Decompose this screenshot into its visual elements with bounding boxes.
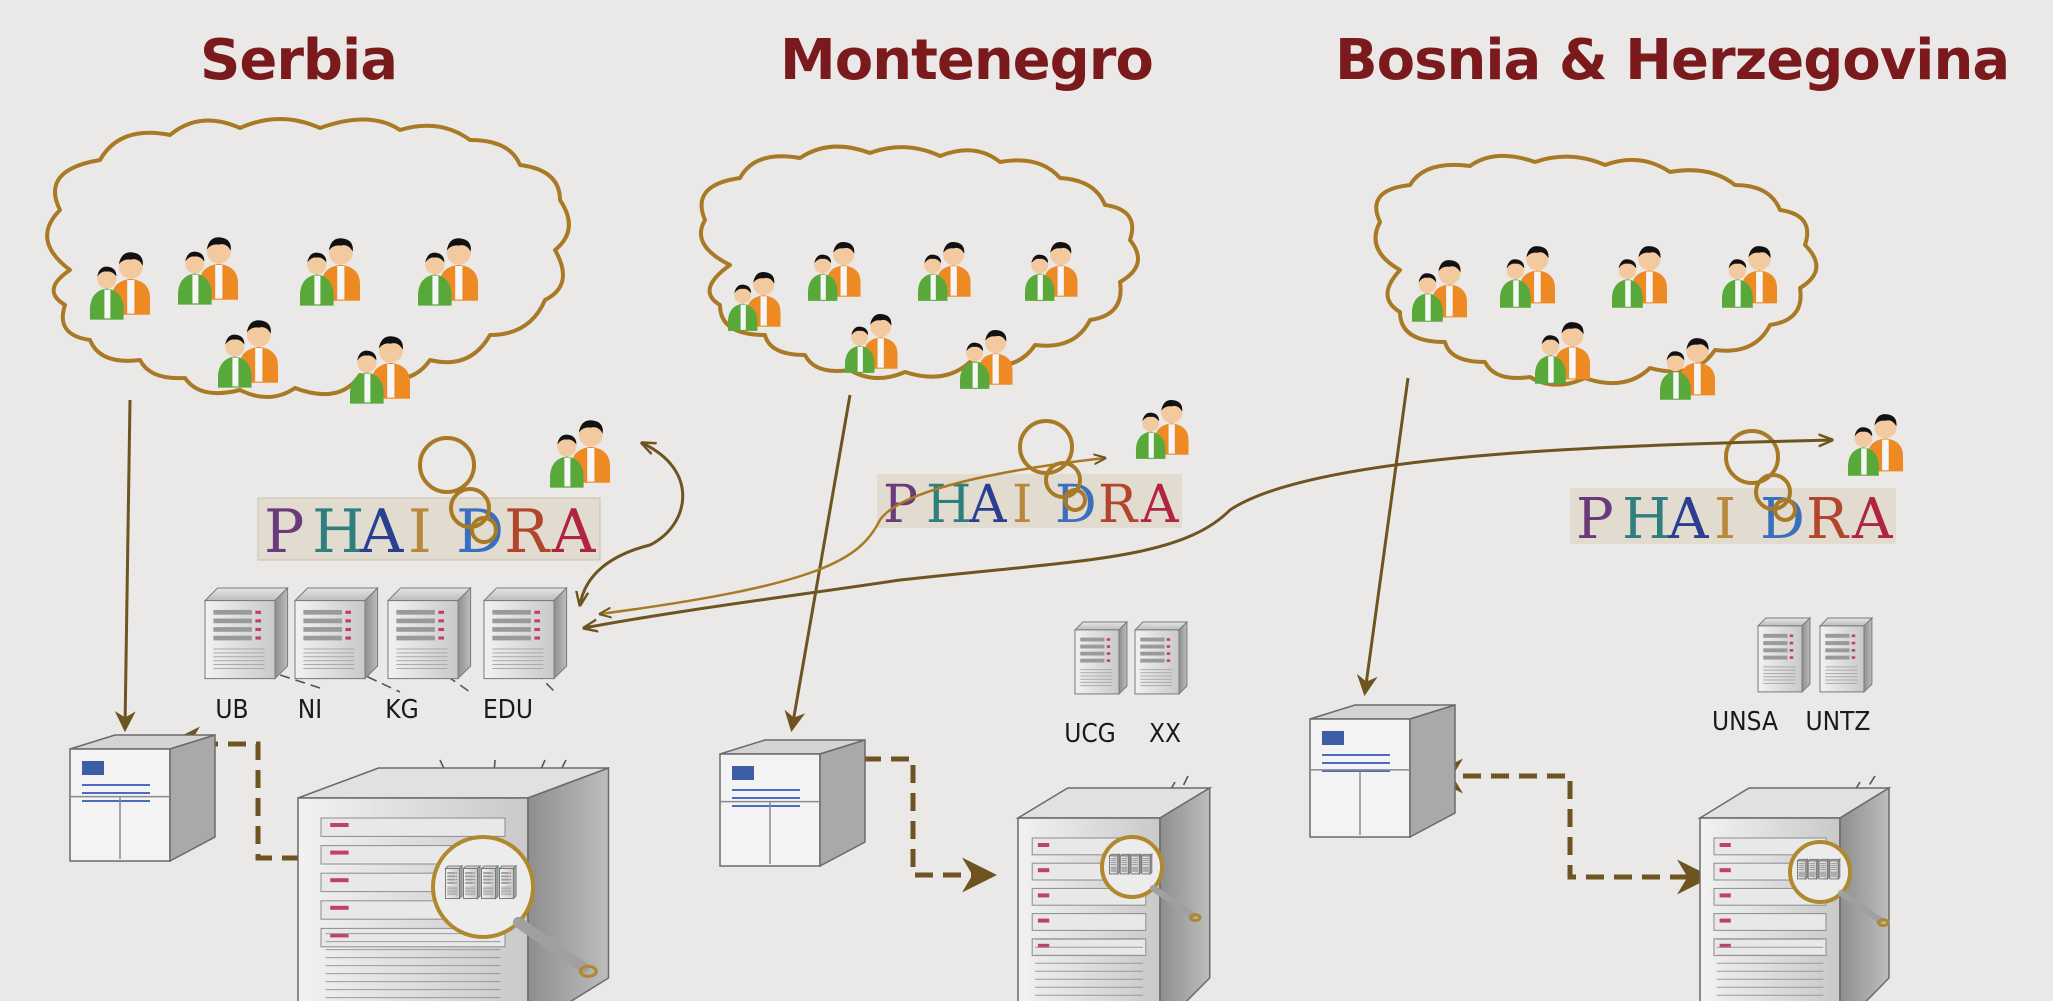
server-label-xx: XX (1149, 719, 1181, 749)
logo-letter: A (968, 475, 1008, 535)
server-tower-icon (1828, 858, 1842, 881)
logo-letter: A (1667, 487, 1709, 552)
server-tower-icon (1129, 853, 1143, 876)
users-group-icon (300, 238, 360, 306)
users-group-icon (918, 242, 971, 301)
logo-letter: R (504, 497, 551, 567)
server-tower-icon (1756, 616, 1812, 694)
users-group-icon (90, 252, 150, 320)
server-tower-icon (480, 864, 500, 900)
server-label-kg: KG (385, 695, 418, 725)
server-label-unsa: UNSA (1712, 707, 1778, 737)
logo-letter: P (1576, 487, 1614, 552)
users-group-icon (1612, 246, 1667, 308)
server-tower-icon (444, 864, 464, 900)
server-tower-icon (1108, 853, 1121, 876)
logo-letter: D (1055, 475, 1097, 535)
server-label-ub: UB (215, 695, 248, 725)
logo-letter: P (883, 475, 918, 535)
logo-letter: A (359, 497, 404, 567)
cloud-montenegro (699, 144, 1140, 380)
server-label-edu: EDU (483, 695, 533, 725)
local-server-icon (719, 738, 866, 868)
users-group-icon (178, 237, 238, 305)
server-tower-icon (1133, 620, 1189, 696)
users-group-icon (728, 272, 781, 331)
server-tower-icon (1796, 858, 1809, 881)
logo-letter: I (408, 497, 432, 567)
users-group-icon (1660, 338, 1715, 400)
server-tower-icon (1818, 616, 1874, 694)
server-label-untz: UNTZ (1806, 707, 1871, 737)
server-tower-icon (1807, 858, 1820, 881)
magnifier-icon (431, 835, 598, 978)
server-tower-icon (1140, 853, 1154, 876)
cloud-serbia (45, 117, 571, 399)
logo-letter: I (1012, 475, 1033, 535)
region-title-serbia: Serbia (200, 28, 398, 93)
users-group-icon (845, 314, 898, 373)
users-group-icon (1136, 400, 1189, 459)
server-tower-icon (1119, 853, 1132, 876)
magnifier-icon (1100, 835, 1202, 923)
users-group-icon (1722, 246, 1777, 308)
server-tower-icon (1817, 858, 1831, 881)
users-group-icon (960, 330, 1013, 389)
local-server-icon (69, 733, 216, 863)
cloud-bosnia (1373, 153, 1819, 387)
server-tower-icon (293, 586, 379, 680)
server-tower-icon (462, 864, 482, 900)
logo-letter: A (551, 497, 596, 567)
server-label-ucg: UCG (1064, 719, 1116, 749)
users-group-icon (1535, 322, 1590, 384)
server-tower-icon (203, 586, 289, 680)
logo-letter: A (1140, 475, 1180, 535)
users-group-icon (418, 238, 478, 306)
repository-server-icon (1697, 786, 1892, 1001)
logo-letter: R (1098, 475, 1139, 535)
logo-letter: A (1851, 487, 1893, 552)
logo-letter: H (1622, 487, 1671, 552)
magnifier-icon (1788, 840, 1890, 928)
repository-server-icon (1015, 786, 1213, 1001)
logo-letter: R (1806, 487, 1850, 552)
users-group-icon (1848, 414, 1903, 476)
server-label-ni: NI (298, 695, 322, 725)
users-group-icon (808, 242, 861, 301)
users-group-icon (1025, 242, 1078, 301)
logo-letter: P (264, 497, 304, 567)
users-group-icon (218, 320, 278, 388)
server-tower-icon (482, 586, 568, 680)
local-server-icon (1309, 703, 1456, 839)
users-group-icon (550, 420, 610, 488)
server-tower-icon (1073, 620, 1129, 696)
server-tower-icon (498, 864, 518, 900)
users-group-icon (350, 336, 410, 404)
users-group-icon (1412, 260, 1467, 322)
logo-letter: H (926, 475, 971, 535)
region-title-bosnia: Bosnia & Herzegovina (1335, 28, 2010, 93)
logo-letter: H (312, 497, 364, 567)
users-group-icon (1500, 246, 1555, 308)
logo-letter: I (1714, 487, 1736, 552)
server-tower-icon (386, 586, 472, 680)
region-title-montenegro: Montenegro (780, 28, 1154, 93)
